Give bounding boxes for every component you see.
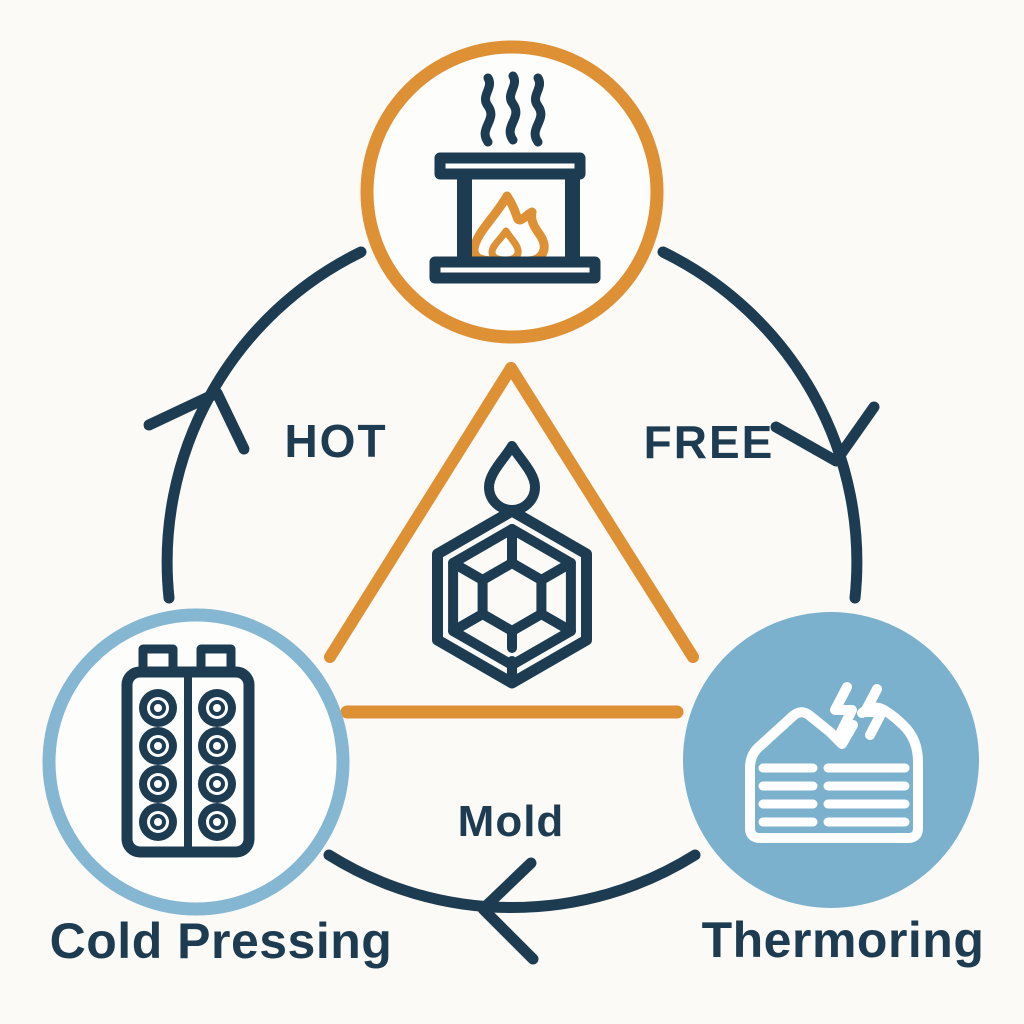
steam-lines-icon <box>480 71 546 147</box>
stacked-sheets-lightning-icon <box>745 682 923 843</box>
edge-label-hot: HOT <box>284 415 388 467</box>
furnace-icon <box>429 71 601 284</box>
press-rollers-icon <box>121 644 255 858</box>
cycle-arc-right <box>657 246 863 604</box>
node-label-cold-pressing: Cold Pressing <box>49 913 393 969</box>
edge-label-free: FREE <box>643 416 775 468</box>
node-label-thermoring: Thermoring <box>701 912 985 968</box>
node-bottom-left-circle <box>42 608 350 916</box>
center-triangle <box>324 362 699 719</box>
lightning-bolts-icon <box>830 682 887 740</box>
node-bottom-right-circle <box>683 612 979 908</box>
hexagon-lattice-icon <box>432 505 592 689</box>
stack-slats <box>758 763 910 827</box>
arrowhead-up-icon <box>143 387 250 455</box>
arrowhead-left-icon <box>477 857 539 965</box>
droplet-icon <box>484 441 540 515</box>
cycle-arc-bottom <box>323 849 701 913</box>
arrowhead-down-icon <box>770 401 880 467</box>
roller-circles <box>139 689 236 841</box>
edge-label-mold: Mold <box>457 797 565 846</box>
